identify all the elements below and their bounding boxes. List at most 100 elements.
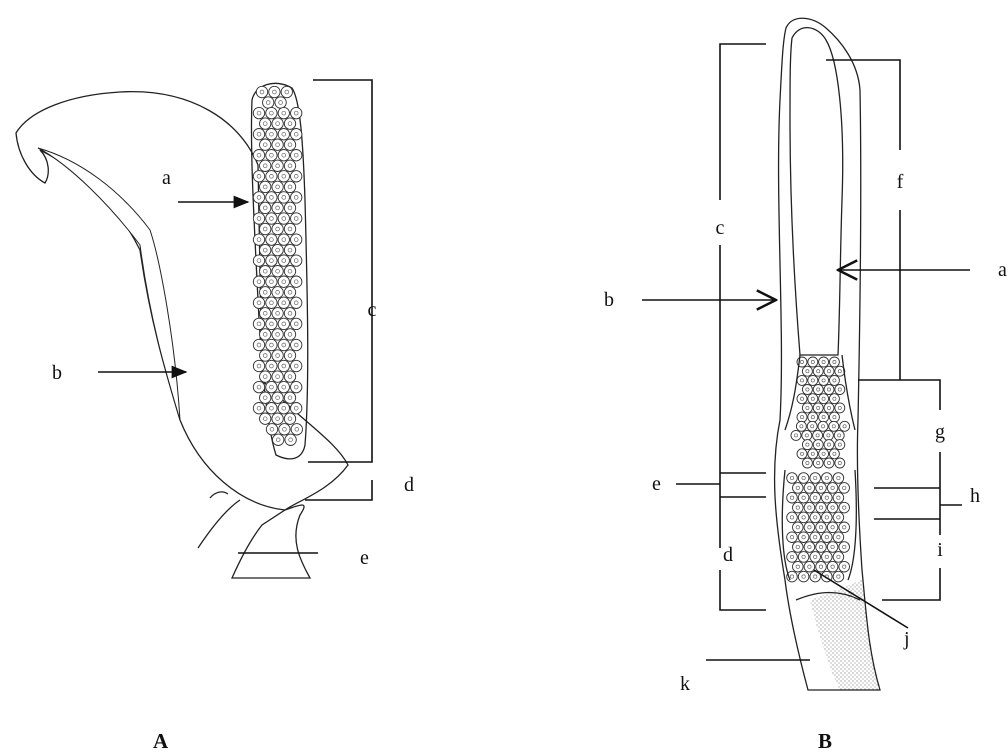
flower-cell (260, 181, 271, 192)
flower-cell (272, 266, 283, 277)
flower-cell (266, 129, 277, 140)
flower-cell (278, 297, 289, 308)
label-b-b: b (604, 289, 614, 311)
flower-cell (263, 97, 274, 108)
flower-cell (813, 458, 823, 468)
flower-cell (793, 542, 804, 553)
label-b-d: d (723, 544, 733, 566)
flower-cell (266, 171, 277, 182)
flower-cell (802, 385, 812, 395)
flower-cell (833, 552, 844, 563)
flower-cell (827, 483, 838, 494)
flower-cell (802, 458, 812, 468)
flower-cell (284, 308, 295, 319)
flower-cell (833, 473, 844, 484)
flower-cell (808, 449, 818, 459)
flower-cell (253, 318, 264, 329)
flower-cell (829, 375, 839, 385)
flower-cell (829, 394, 839, 404)
panel-a-annotations: a b c d e A (52, 80, 414, 753)
flower-cell (260, 287, 271, 298)
flower-cell (291, 276, 302, 287)
flower-cell (839, 522, 850, 533)
label-a-d: d (404, 474, 414, 496)
flower-cell (798, 571, 809, 582)
label-b-h: h (970, 485, 980, 507)
flower-cell (272, 118, 283, 129)
flower-cell (278, 107, 289, 118)
flower-cell (285, 434, 296, 445)
flower-cell (281, 86, 292, 97)
flower-cell (278, 255, 289, 266)
flower-cell (804, 502, 815, 513)
flower-cell (266, 150, 277, 161)
flower-cell (272, 160, 283, 171)
panel-label-a: A (153, 729, 169, 753)
flower-cell (819, 357, 829, 367)
flower-cell (260, 308, 271, 319)
flower-cell (253, 213, 264, 224)
flower-cell (808, 412, 818, 422)
panel-b-illustration (775, 18, 880, 690)
flower-cell (797, 449, 807, 459)
flower-cell (260, 392, 271, 403)
flower-cell (833, 492, 844, 503)
flower-cell (798, 552, 809, 563)
flower-cell (253, 107, 264, 118)
flower-cell (804, 561, 815, 572)
flower-cell (810, 492, 821, 503)
flower-cell (833, 532, 844, 543)
flower-cell (824, 458, 834, 468)
flower-cell (787, 492, 798, 503)
flower-cell (284, 160, 295, 171)
flower-cell (291, 129, 302, 140)
flower-cell (807, 421, 817, 431)
flower-cell (829, 412, 839, 422)
flower-cell (810, 532, 821, 543)
flower-cell (260, 329, 271, 340)
flower-cell (797, 375, 807, 385)
flower-cell (266, 339, 277, 350)
flower-cell (787, 552, 798, 563)
flower-cell (260, 202, 271, 213)
flower-cell (284, 329, 295, 340)
flower-cell (284, 181, 295, 192)
flower-cell (819, 412, 829, 422)
flower-cell (253, 339, 264, 350)
flower-cell (284, 413, 295, 424)
flower-cell (278, 381, 289, 392)
flower-cell (804, 483, 815, 494)
flower-cell (787, 512, 798, 523)
flower-cell (808, 375, 818, 385)
flower-cell (819, 394, 829, 404)
flower-cell (822, 552, 833, 563)
flower-cell (816, 561, 827, 572)
flower-cell (272, 181, 283, 192)
flower-cell (827, 561, 838, 572)
flower-cell (291, 192, 302, 203)
flower-cell (284, 223, 295, 234)
flower-cell (291, 107, 302, 118)
flower-cell (266, 403, 277, 414)
flower-cell (827, 502, 838, 513)
flower-cell (256, 86, 267, 97)
flower-cell (284, 287, 295, 298)
flower-cell (260, 139, 271, 150)
flower-cell (272, 139, 283, 150)
label-a-c: c (368, 299, 377, 321)
label-a-b: b (52, 362, 62, 384)
flower-cell (824, 366, 834, 376)
flower-cell (819, 375, 829, 385)
flower-cell (818, 421, 828, 431)
stipe (810, 580, 880, 690)
flower-cell (253, 129, 264, 140)
flower-cell (813, 403, 823, 413)
flower-cell (278, 403, 289, 414)
flower-cell (787, 532, 798, 543)
flower-cell (802, 403, 812, 413)
flower-cell (824, 385, 834, 395)
flower-cell (798, 532, 809, 543)
flower-cell (284, 139, 295, 150)
flower-cell (279, 424, 290, 435)
